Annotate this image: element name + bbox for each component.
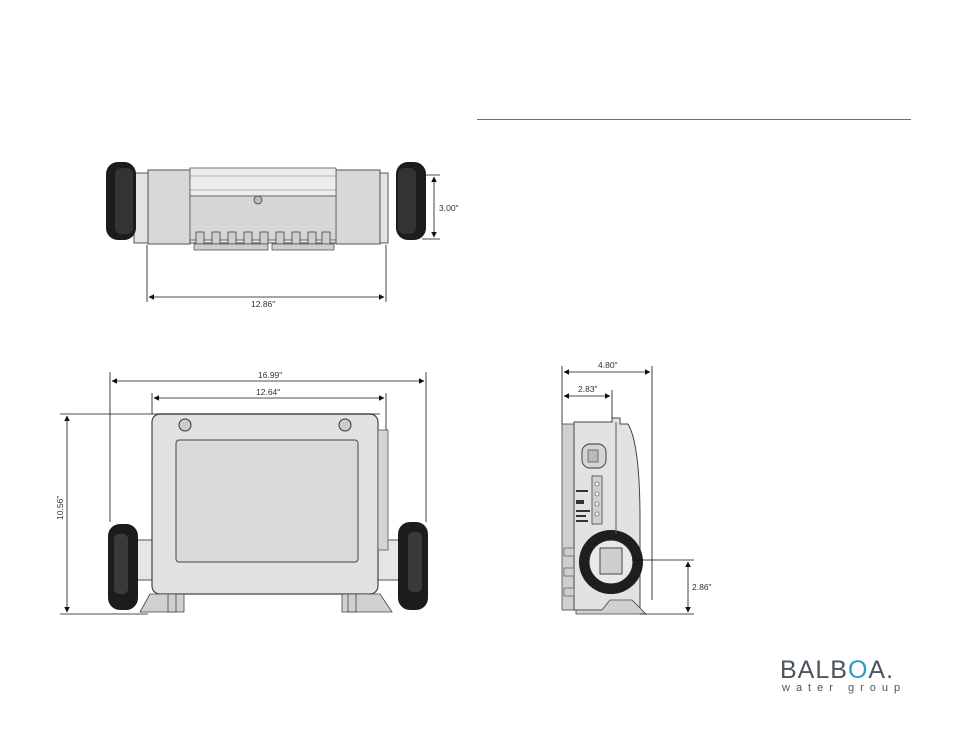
logo-wordmark: BALBOA.	[780, 656, 894, 685]
logo-suffix: A.	[868, 656, 894, 684]
logo-tagline: water group	[782, 682, 906, 694]
logo-prefix: BALB	[780, 656, 848, 684]
side-fitting-height-label: 2.86"	[692, 582, 712, 592]
front-overall-width-label: 16.99"	[258, 370, 282, 380]
top-view	[106, 162, 426, 250]
logo-o-accent: O	[848, 656, 868, 684]
balboa-logo: BALBOA. water group	[778, 656, 918, 696]
side-view	[562, 418, 646, 614]
front-box-width-label: 12.64"	[256, 387, 280, 397]
side-offset-label: 2.83"	[578, 384, 598, 394]
front-view	[108, 414, 428, 612]
side-depth-label: 4.80"	[598, 360, 618, 370]
top-width-label: 12.86"	[251, 299, 275, 309]
front-height-label: 10.56"	[55, 496, 65, 520]
top-height-label: 3.00"	[439, 203, 459, 213]
